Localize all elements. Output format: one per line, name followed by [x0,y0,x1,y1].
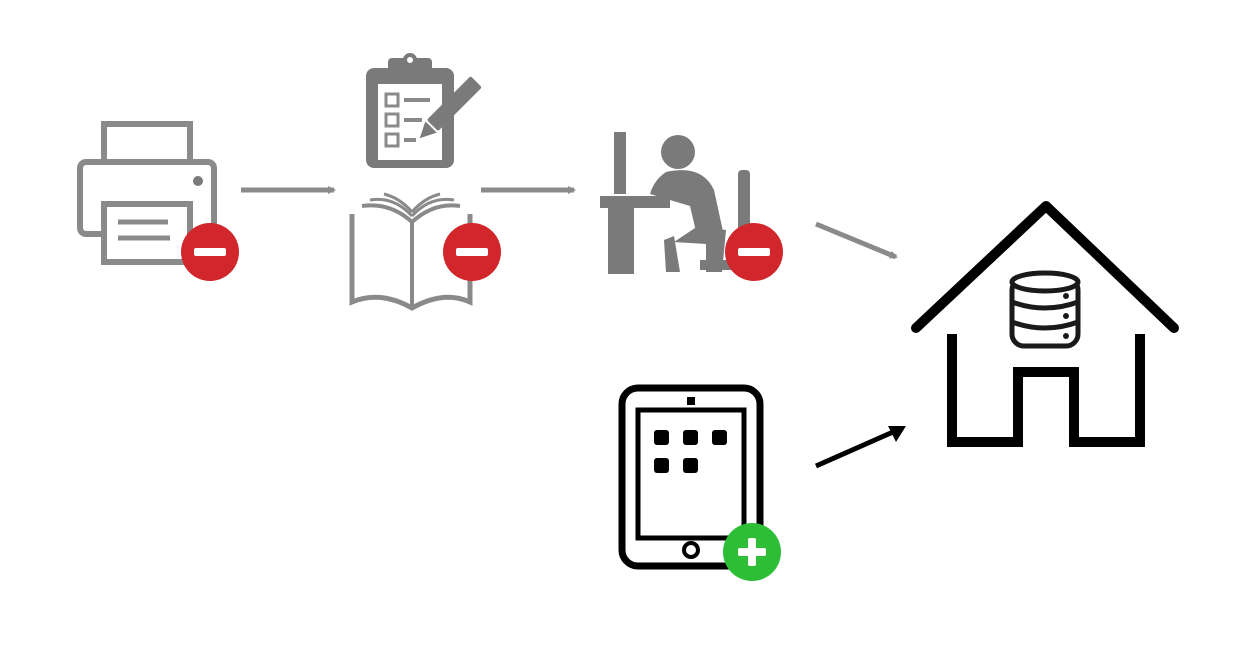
open-book-icon [349,192,473,311]
remove-badge-worker [725,223,783,281]
tablet-icon [618,384,764,570]
add-badge-tablet [723,523,781,581]
house-database-icon [911,201,1179,447]
person-at-desk-icon [600,132,750,274]
clipboard-checklist-icon [366,53,482,168]
arrow-tablet-to-house [814,426,906,469]
remove-badge-printer [181,223,239,281]
arrow-worker-to-house [815,221,898,260]
database-icon [1009,270,1081,349]
remove-badge-book [443,223,501,281]
